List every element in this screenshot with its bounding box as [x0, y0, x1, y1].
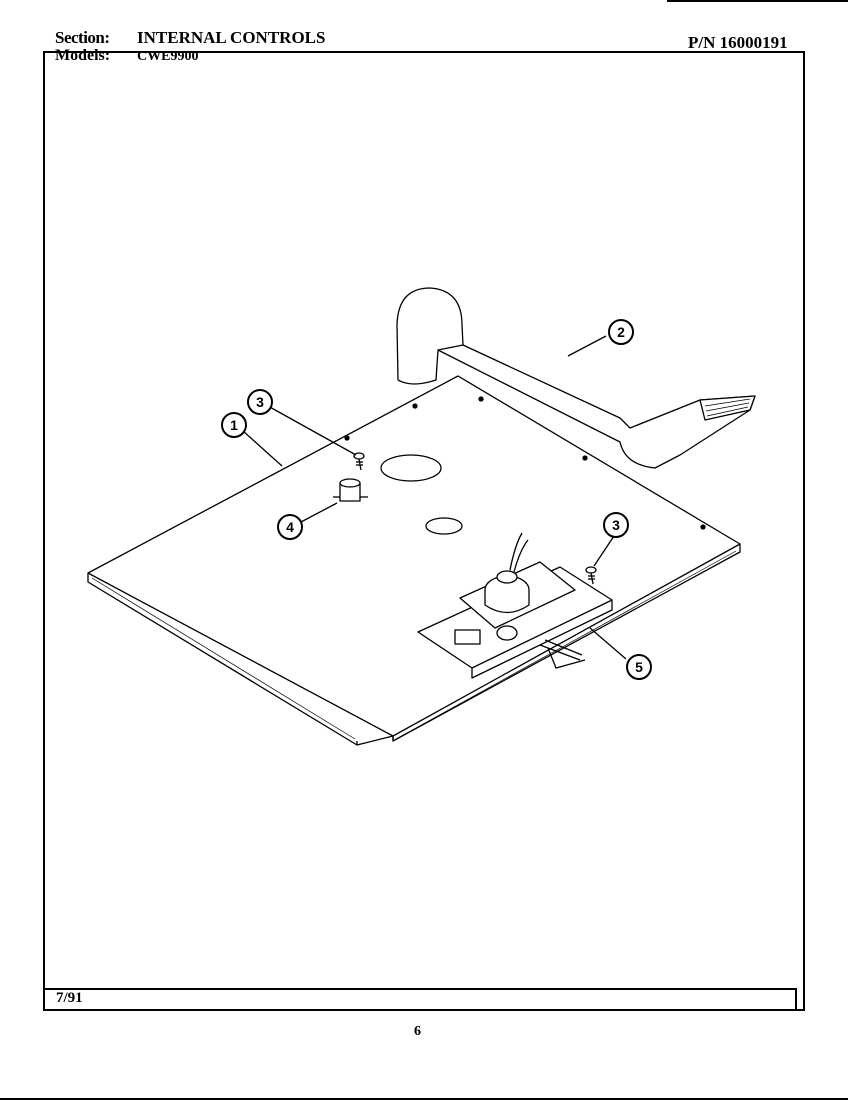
screw-top — [353, 452, 365, 471]
screw-right — [585, 566, 597, 585]
callout-2-label: 2 — [617, 324, 625, 340]
leader-1 — [242, 430, 283, 467]
leader-3a — [267, 405, 357, 456]
leader-5 — [589, 627, 627, 660]
callout-1: 1 — [221, 412, 247, 438]
water-hose — [396, 287, 756, 469]
leader-4 — [300, 502, 338, 523]
callout-3a: 3 — [247, 389, 273, 415]
revision-date: 7/91 — [56, 990, 83, 1006]
hole-large — [380, 454, 442, 482]
footer-divider-right — [795, 988, 797, 1011]
top-rule — [667, 0, 848, 2]
control-plate — [87, 375, 741, 746]
page-number: 6 — [414, 1024, 421, 1039]
part-number: P/N 16000191 — [688, 33, 788, 52]
callout-1-label: 1 — [230, 417, 238, 433]
section-value: INTERNAL CONTROLS — [137, 28, 326, 47]
callout-markers: 1 2 3 3 4 5 — [221, 319, 652, 680]
callout-3b-label: 3 — [612, 517, 620, 533]
section-label: Section: — [55, 28, 110, 47]
switch-component — [333, 478, 368, 502]
hole-small — [425, 517, 463, 535]
bottom-rule — [0, 1098, 848, 1100]
callout-5: 5 — [626, 654, 652, 680]
timer-assembly — [417, 532, 613, 679]
callout-3a-label: 3 — [256, 394, 264, 410]
diagram-frame — [43, 51, 805, 1011]
callout-5-label: 5 — [635, 659, 643, 675]
leader-2 — [567, 335, 607, 357]
callout-4: 4 — [277, 514, 303, 540]
callout-2: 2 — [608, 319, 634, 345]
leader-3b — [593, 535, 615, 567]
callout-3b: 3 — [603, 512, 629, 538]
callout-4-label: 4 — [286, 519, 294, 535]
footer-divider — [43, 988, 795, 990]
